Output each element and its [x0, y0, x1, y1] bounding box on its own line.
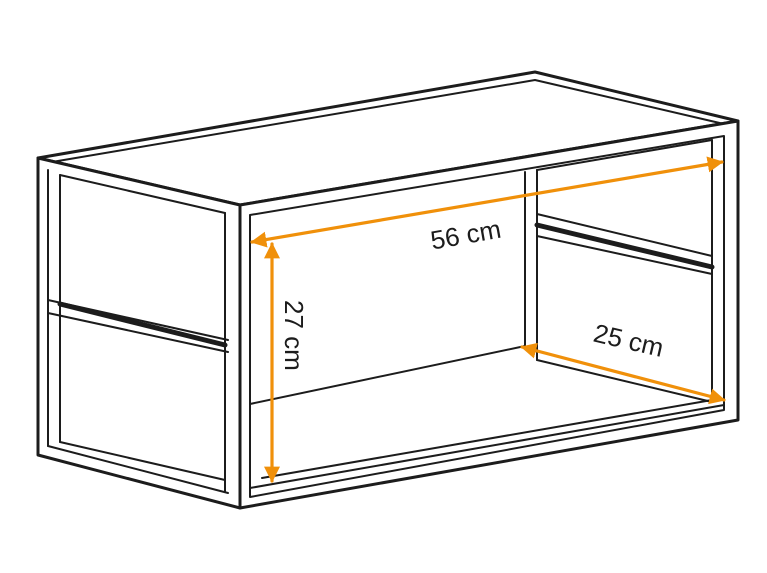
width-arrow	[250, 156, 724, 248]
height-dimension: 27 cm	[264, 242, 309, 483]
height-label: 27 cm	[279, 300, 309, 371]
depth-arrow	[520, 342, 726, 405]
left-side-frame	[36, 156, 242, 510]
